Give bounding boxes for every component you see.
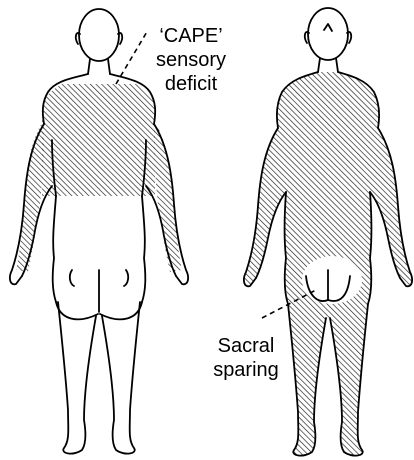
cape-sensory-deficit-label: ‘CAPE’ sensory deficit — [146, 24, 236, 96]
sacral-label-line-2: sparing — [206, 358, 286, 382]
right-body-figure — [244, 8, 412, 456]
cape-pointer-line — [116, 30, 148, 84]
sacral-label-line-1: Sacral — [206, 334, 286, 358]
sacral-sparing-label: Sacral sparing — [206, 334, 286, 382]
body-hatched-region — [244, 72, 412, 456]
cape-label-line-1: ‘CAPE’ — [146, 24, 236, 48]
cape-label-line-3: deficit — [146, 72, 236, 96]
cape-hatched-region — [16, 84, 182, 272]
cape-label-line-2: sensory — [146, 48, 236, 72]
